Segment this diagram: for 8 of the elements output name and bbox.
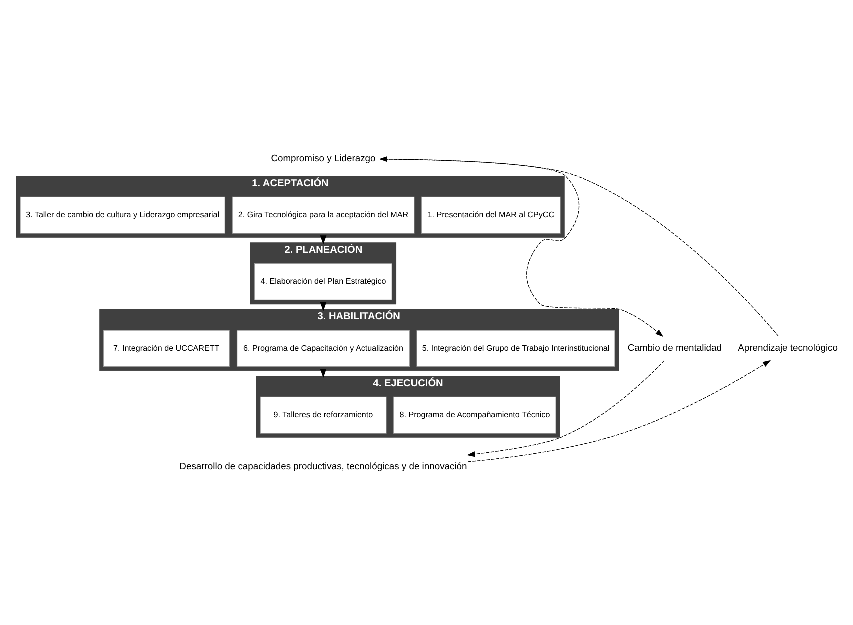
- arrow: [380, 158, 664, 337]
- arrow: [468, 360, 772, 462]
- node-text: Compromiso y Liderazgo: [271, 152, 376, 163]
- arrow: [379, 156, 779, 336]
- arrow: [467, 360, 665, 457]
- node-text: Desarrollo de capacidades productivas, tecnológicas y de innovación: [180, 460, 468, 472]
- node-text: Cambio de mentalidad: [628, 342, 722, 353]
- node-text: Aprendizaje tecnológico: [738, 342, 838, 353]
